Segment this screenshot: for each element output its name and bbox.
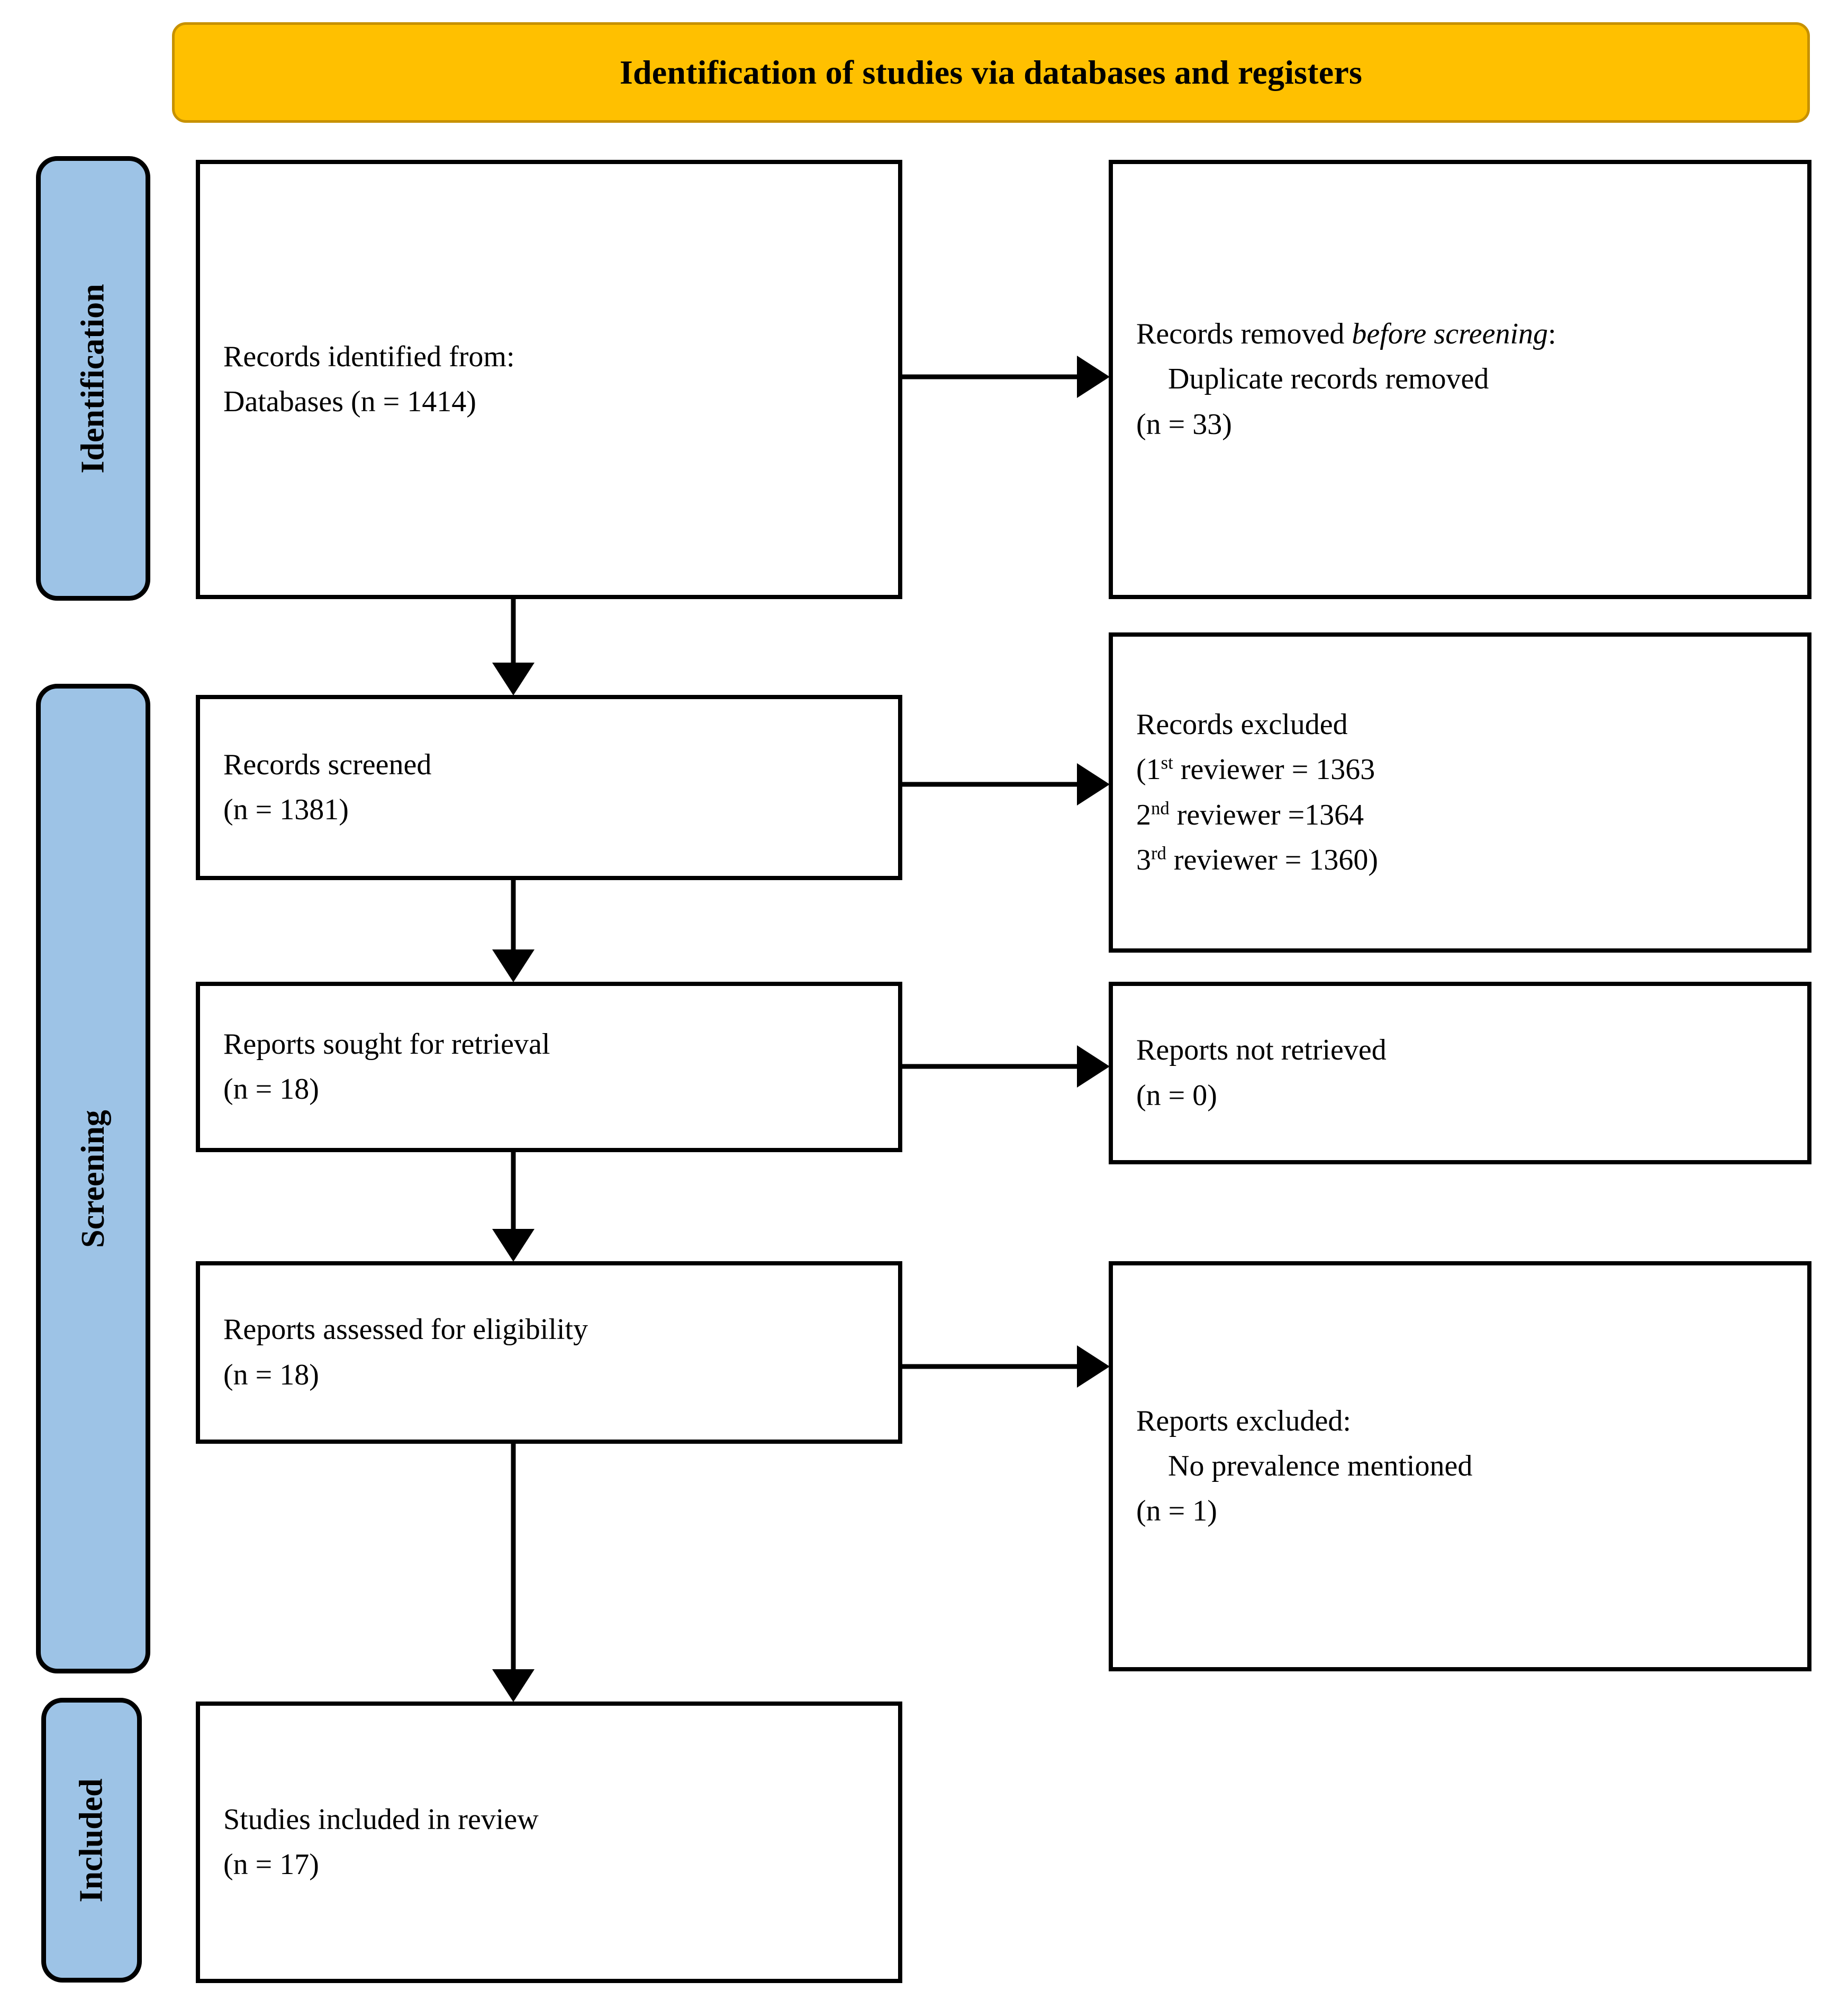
- arrow-head-down-icon: [492, 1229, 535, 1262]
- box-reports-not-retrieved: Reports not retrieved (n = 0): [1109, 982, 1811, 1164]
- stage-included-text: Included: [73, 1778, 110, 1903]
- box-records-screened: Records screened (n = 1381): [196, 695, 902, 880]
- box-reports-assessed: Reports assessed for eligibility (n = 18…: [196, 1261, 902, 1444]
- reports-not-retrieved-line-2: (n = 0): [1136, 1079, 1217, 1112]
- arrow-assessed-to-reports-excluded: [902, 1345, 1110, 1388]
- records-removed-line-2: Duplicate records removed: [1168, 363, 1489, 396]
- reviewer-1-ordinal: st: [1161, 752, 1173, 773]
- box-records-excluded: Records excluded (1st reviewer = 1363 2n…: [1109, 632, 1811, 953]
- reviewer-1-prefix: (1: [1136, 753, 1161, 786]
- reports-sought-line-2: (n = 18): [223, 1073, 319, 1106]
- reviewer-1-suffix: reviewer = 1363: [1173, 753, 1375, 786]
- records-excluded-line-3: 2nd reviewer =1364: [1136, 793, 1784, 838]
- arrow-shaft: [902, 374, 1082, 379]
- stage-label-identification: Identification: [36, 156, 150, 601]
- reviewer-3-ordinal: rd: [1151, 842, 1166, 863]
- arrow-screened-to-records-excluded: [902, 763, 1110, 806]
- records-identified-line-2: Databases (n = 1414): [223, 385, 476, 418]
- arrow-head-down-icon: [492, 663, 535, 695]
- studies-included-line-2: (n = 17): [223, 1848, 319, 1881]
- records-removed-suffix: :: [1548, 318, 1556, 351]
- box-reports-excluded: Reports excluded: No prevalence mentione…: [1109, 1261, 1811, 1671]
- reports-assessed-line-1: Reports assessed for eligibility: [223, 1313, 588, 1346]
- reports-not-retrieved-line-1: Reports not retrieved: [1136, 1034, 1387, 1067]
- records-excluded-line-2: (1st reviewer = 1363: [1136, 747, 1784, 792]
- box-reports-sought: Reports sought for retrieval (n = 18): [196, 982, 902, 1152]
- stage-label-included: Included: [41, 1698, 142, 1983]
- arrow-identified-to-removed: [902, 356, 1110, 398]
- arrow-head-down-icon: [492, 949, 535, 982]
- arrow-shaft: [511, 599, 516, 668]
- arrow-sought-to-assessed: [492, 1152, 535, 1262]
- arrow-head-right-icon: [1077, 356, 1110, 398]
- stage-identification-text: Identification: [75, 283, 111, 474]
- records-identified-line-1: Records identified from:: [223, 340, 515, 373]
- reports-sought-line-1: Reports sought for retrieval: [223, 1027, 550, 1061]
- arrow-shaft: [511, 1444, 516, 1671]
- arrow-shaft: [511, 1152, 516, 1233]
- arrow-head-down-icon: [492, 1669, 535, 1702]
- arrow-assessed-to-studies-included: [492, 1444, 535, 1702]
- records-screened-line-1: Records screened: [223, 748, 432, 781]
- records-removed-line-3: (n = 33): [1136, 408, 1232, 441]
- records-removed-italic: before screening: [1352, 318, 1548, 351]
- arrow-head-right-icon: [1077, 763, 1110, 806]
- arrow-head-right-icon: [1077, 1045, 1110, 1088]
- reviewer-2-suffix: reviewer =1364: [1169, 798, 1364, 831]
- arrow-identified-to-screened: [492, 599, 535, 695]
- arrow-screened-to-sought: [492, 880, 535, 982]
- reviewer-2-ordinal: nd: [1151, 797, 1170, 818]
- arrow-shaft: [511, 880, 516, 954]
- records-screened-line-2: (n = 1381): [223, 793, 349, 826]
- reports-excluded-line-3: (n = 1): [1136, 1495, 1217, 1528]
- reviewer-3-suffix: reviewer = 1360): [1166, 843, 1379, 876]
- records-removed-line-1: Records removed before screening:: [1136, 312, 1784, 357]
- diagram-title: Identification of studies via databases …: [619, 53, 1363, 91]
- reviewer-2-prefix: 2: [1136, 798, 1151, 831]
- diagram-header-banner: Identification of studies via databases …: [172, 22, 1810, 123]
- reports-excluded-line-2: No prevalence mentioned: [1168, 1449, 1473, 1482]
- records-excluded-line-4: 3rd reviewer = 1360): [1136, 838, 1784, 883]
- studies-included-line-1: Studies included in review: [223, 1803, 539, 1836]
- box-records-removed: Records removed before screening: Duplic…: [1109, 160, 1811, 599]
- arrow-shaft: [902, 1364, 1082, 1369]
- reports-excluded-line-1: Reports excluded:: [1136, 1404, 1351, 1437]
- reviewer-3-prefix: 3: [1136, 843, 1151, 876]
- arrow-shaft: [902, 782, 1082, 787]
- arrow-head-right-icon: [1077, 1345, 1110, 1388]
- box-studies-included: Studies included in review (n = 17): [196, 1702, 902, 1983]
- records-excluded-line-1: Records excluded: [1136, 708, 1348, 741]
- stage-screening-text: Screening: [75, 1109, 111, 1248]
- arrow-shaft: [902, 1064, 1082, 1069]
- stage-label-screening: Screening: [36, 684, 150, 1673]
- box-records-identified: Records identified from: Databases (n = …: [196, 160, 902, 599]
- arrow-sought-to-not-retrieved: [902, 1045, 1110, 1088]
- reports-assessed-line-2: (n = 18): [223, 1358, 319, 1391]
- records-removed-prefix: Records removed: [1136, 318, 1352, 351]
